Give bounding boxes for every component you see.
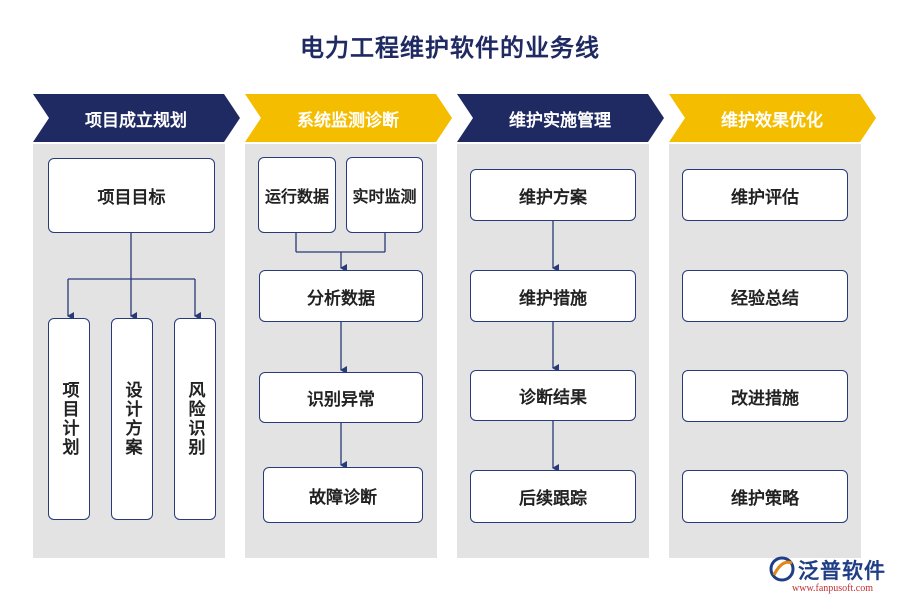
brand-logo-icon [769, 556, 795, 582]
page-title: 电力工程维护软件的业务线 [300, 34, 600, 62]
box-realtime-monitoring: 实时监测 [346, 157, 423, 233]
box-project-goal: 项目目标 [48, 158, 215, 233]
box-risk-identification: 风险识别 [174, 318, 216, 520]
box-diagnosis-results: 诊断结果 [470, 370, 636, 421]
header-label-3: 维护实施管理 [509, 110, 611, 131]
header-label-1: 项目成立规划 [85, 110, 187, 131]
box-risk-identification-label: 风险识别 [184, 381, 205, 457]
box-maintenance-plan: 维护方案 [470, 169, 636, 221]
header-label-2: 系统监测诊断 [297, 110, 399, 131]
box-design-plan: 设计方案 [111, 318, 153, 520]
brand-logo: 泛普软件 www.fanpusoft.com [768, 553, 893, 598]
box-maintenance-strategy: 维护策略 [682, 470, 848, 523]
box-maintenance-measures: 维护措施 [470, 270, 636, 322]
header-label-4: 维护效果优化 [721, 110, 823, 131]
box-experience-summary: 经验总结 [682, 270, 848, 322]
box-identify-anomaly: 识别异常 [259, 372, 423, 423]
brand-logo-name: 泛普软件 [798, 559, 886, 583]
box-project-plan: 项目计划 [48, 318, 90, 520]
brand-logo-url: www.fanpusoft.com [792, 583, 874, 594]
header-arrow-1 [33, 94, 240, 142]
box-improvement-measures: 改进措施 [682, 370, 848, 422]
box-maintenance-evaluation: 维护评估 [682, 169, 848, 221]
box-project-plan-label: 项目计划 [58, 381, 79, 457]
box-design-plan-label: 设计方案 [121, 381, 142, 457]
box-operation-data: 运行数据 [258, 157, 336, 233]
header-arrow-2 [245, 94, 452, 142]
header-arrow-4 [669, 94, 876, 142]
box-follow-up: 后续跟踪 [470, 470, 636, 523]
header-arrow-3 [457, 94, 664, 142]
box-fault-diagnosis: 故障诊断 [263, 467, 423, 523]
box-analyze-data: 分析数据 [259, 270, 423, 322]
